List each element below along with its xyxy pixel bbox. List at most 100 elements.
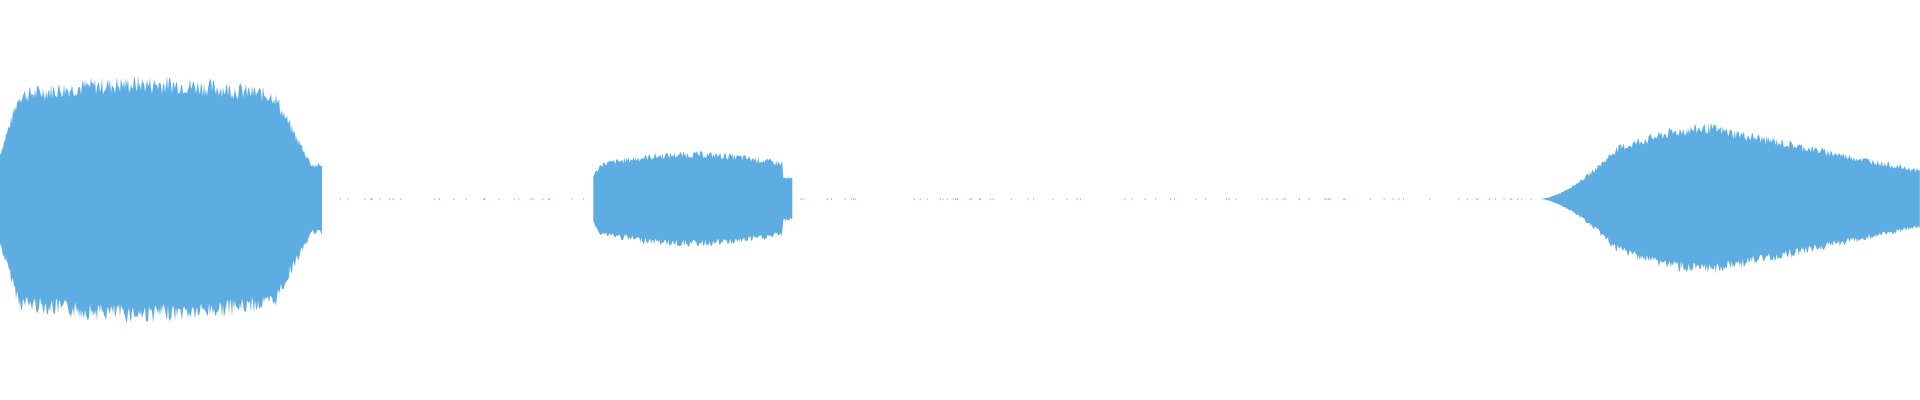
- waveform-noise-speck: [379, 198, 381, 200]
- waveform-noise-speck: [392, 198, 394, 200]
- waveform-noise-speck: [1124, 198, 1126, 200]
- waveform-noise-speck: [844, 198, 846, 200]
- waveform-noise-speck: [854, 198, 856, 200]
- waveform-noise-speck: [583, 198, 585, 200]
- waveform-noise-speck: [453, 198, 455, 200]
- waveform-noise-speck: [1458, 198, 1460, 200]
- waveform-noise-speck: [914, 198, 915, 200]
- waveform-noise-speck: [364, 198, 366, 200]
- waveform-noise-speck: [1261, 198, 1263, 200]
- waveform-noise-speck: [548, 198, 550, 200]
- waveform-noise-speck: [800, 198, 802, 200]
- waveform-noise-speck: [1328, 198, 1330, 200]
- waveform-noise-speck: [347, 198, 349, 200]
- waveform-noise-speck: [830, 198, 832, 200]
- waveform-noise-speck: [388, 198, 390, 200]
- waveform-noise-speck: [1503, 198, 1505, 200]
- waveform-noise-speck: [483, 198, 485, 200]
- waveform-noise-speck: [513, 198, 515, 200]
- waveform-noise-speck: [979, 198, 980, 200]
- waveform-noise-speck: [1530, 198, 1532, 200]
- waveform-noise-speck: [1326, 198, 1328, 200]
- waveform-noise-speck: [1398, 198, 1400, 200]
- waveform-noise-speck: [371, 198, 373, 200]
- waveform-noise-speck: [1066, 198, 1068, 200]
- waveform-noise-speck: [952, 198, 954, 200]
- waveform-noise-speck: [919, 198, 921, 200]
- waveform-noise-speck: [1329, 198, 1331, 200]
- waveform-noise-speck: [530, 198, 532, 200]
- waveform-noise-speck: [955, 198, 957, 200]
- waveform-noise-speck: [1010, 198, 1012, 200]
- waveform-layer: [0, 75, 1920, 323]
- waveform-noise-speck: [853, 198, 854, 200]
- waveform-noise-speck: [1228, 198, 1230, 200]
- waveform-noise-speck: [1170, 198, 1172, 200]
- waveform-noise-speck: [1466, 198, 1468, 200]
- waveform-noise-speck: [532, 198, 534, 200]
- waveform-noise-speck: [1403, 198, 1404, 200]
- waveform-noise-speck: [1429, 198, 1431, 200]
- waveform-noise-speck: [979, 198, 981, 200]
- waveform-noise-speck: [1195, 198, 1197, 200]
- waveform-noise-speck: [542, 198, 544, 200]
- waveform-noise-speck: [1383, 198, 1385, 200]
- waveform-noise-speck: [1284, 198, 1286, 200]
- waveform-noise-speck: [1521, 198, 1523, 200]
- waveform-noise-speck: [400, 198, 402, 200]
- waveform-noise-speck: [1392, 198, 1394, 200]
- waveform-noise-speck: [1205, 198, 1207, 200]
- waveform-noise-speck: [1266, 198, 1268, 200]
- waveform-noise-speck: [1495, 198, 1497, 200]
- waveform-noise-speck: [465, 198, 467, 200]
- waveform-noise-speck: [484, 198, 486, 200]
- waveform-noise-speck: [939, 198, 941, 200]
- waveform-noise-speck: [433, 198, 435, 200]
- waveform-noise-speck: [969, 198, 971, 200]
- waveform-noise-speck: [1509, 198, 1511, 200]
- waveform-noise-speck: [1308, 198, 1310, 200]
- waveform-noise-speck: [1517, 198, 1518, 200]
- waveform-noise-speck: [1477, 198, 1479, 200]
- waveform-noise-speck: [1343, 198, 1345, 200]
- waveform-noise-speck: [1344, 198, 1346, 200]
- waveform-noise-speck: [1324, 198, 1326, 200]
- waveform-noise-speck: [826, 198, 828, 200]
- waveform-noise-speck: [942, 198, 944, 200]
- waveform-segment-2: [593, 151, 793, 247]
- waveform-noise-speck: [992, 198, 994, 200]
- waveform-noise-speck: [1235, 198, 1237, 200]
- waveform-noise-speck: [1511, 198, 1513, 200]
- waveform-noise-speck: [1076, 198, 1078, 200]
- waveform-noise-speck: [548, 198, 550, 200]
- waveform-noise-speck: [802, 198, 804, 200]
- waveform-noise-speck: [498, 198, 500, 200]
- waveform-noise-speck: [1033, 198, 1035, 200]
- waveform-noise-speck: [926, 198, 928, 200]
- waveform-noise-speck: [1079, 198, 1081, 200]
- waveform-noise-speck: [1276, 198, 1278, 200]
- waveform-noise-speck: [957, 198, 959, 200]
- waveform-noise-speck: [1476, 198, 1478, 200]
- waveform-noise-speck: [1052, 198, 1054, 200]
- waveform-noise-speck: [1299, 198, 1300, 200]
- waveform-noise-speck: [1282, 198, 1284, 200]
- waveform-noise-speck: [1174, 198, 1176, 200]
- waveform-noise-speck: [571, 198, 573, 200]
- waveform-noise-speck: [1488, 198, 1490, 200]
- waveform-noise-speck: [1155, 198, 1157, 200]
- waveform-noise-speck: [1226, 198, 1227, 200]
- waveform-noise-speck: [946, 198, 948, 200]
- waveform-noise-speck: [339, 198, 341, 200]
- waveform-noise-speck: [483, 198, 485, 200]
- waveform-noise-speck: [1027, 198, 1029, 200]
- waveform-noise-speck: [371, 198, 372, 200]
- waveform-noise-speck: [1131, 198, 1133, 200]
- waveform-noise-speck: [1144, 198, 1146, 200]
- waveform-noise-speck: [851, 198, 853, 200]
- waveform-noise-speck: [1370, 198, 1371, 200]
- waveform-noise-speck: [518, 198, 520, 200]
- waveform-noise-speck: [971, 198, 973, 200]
